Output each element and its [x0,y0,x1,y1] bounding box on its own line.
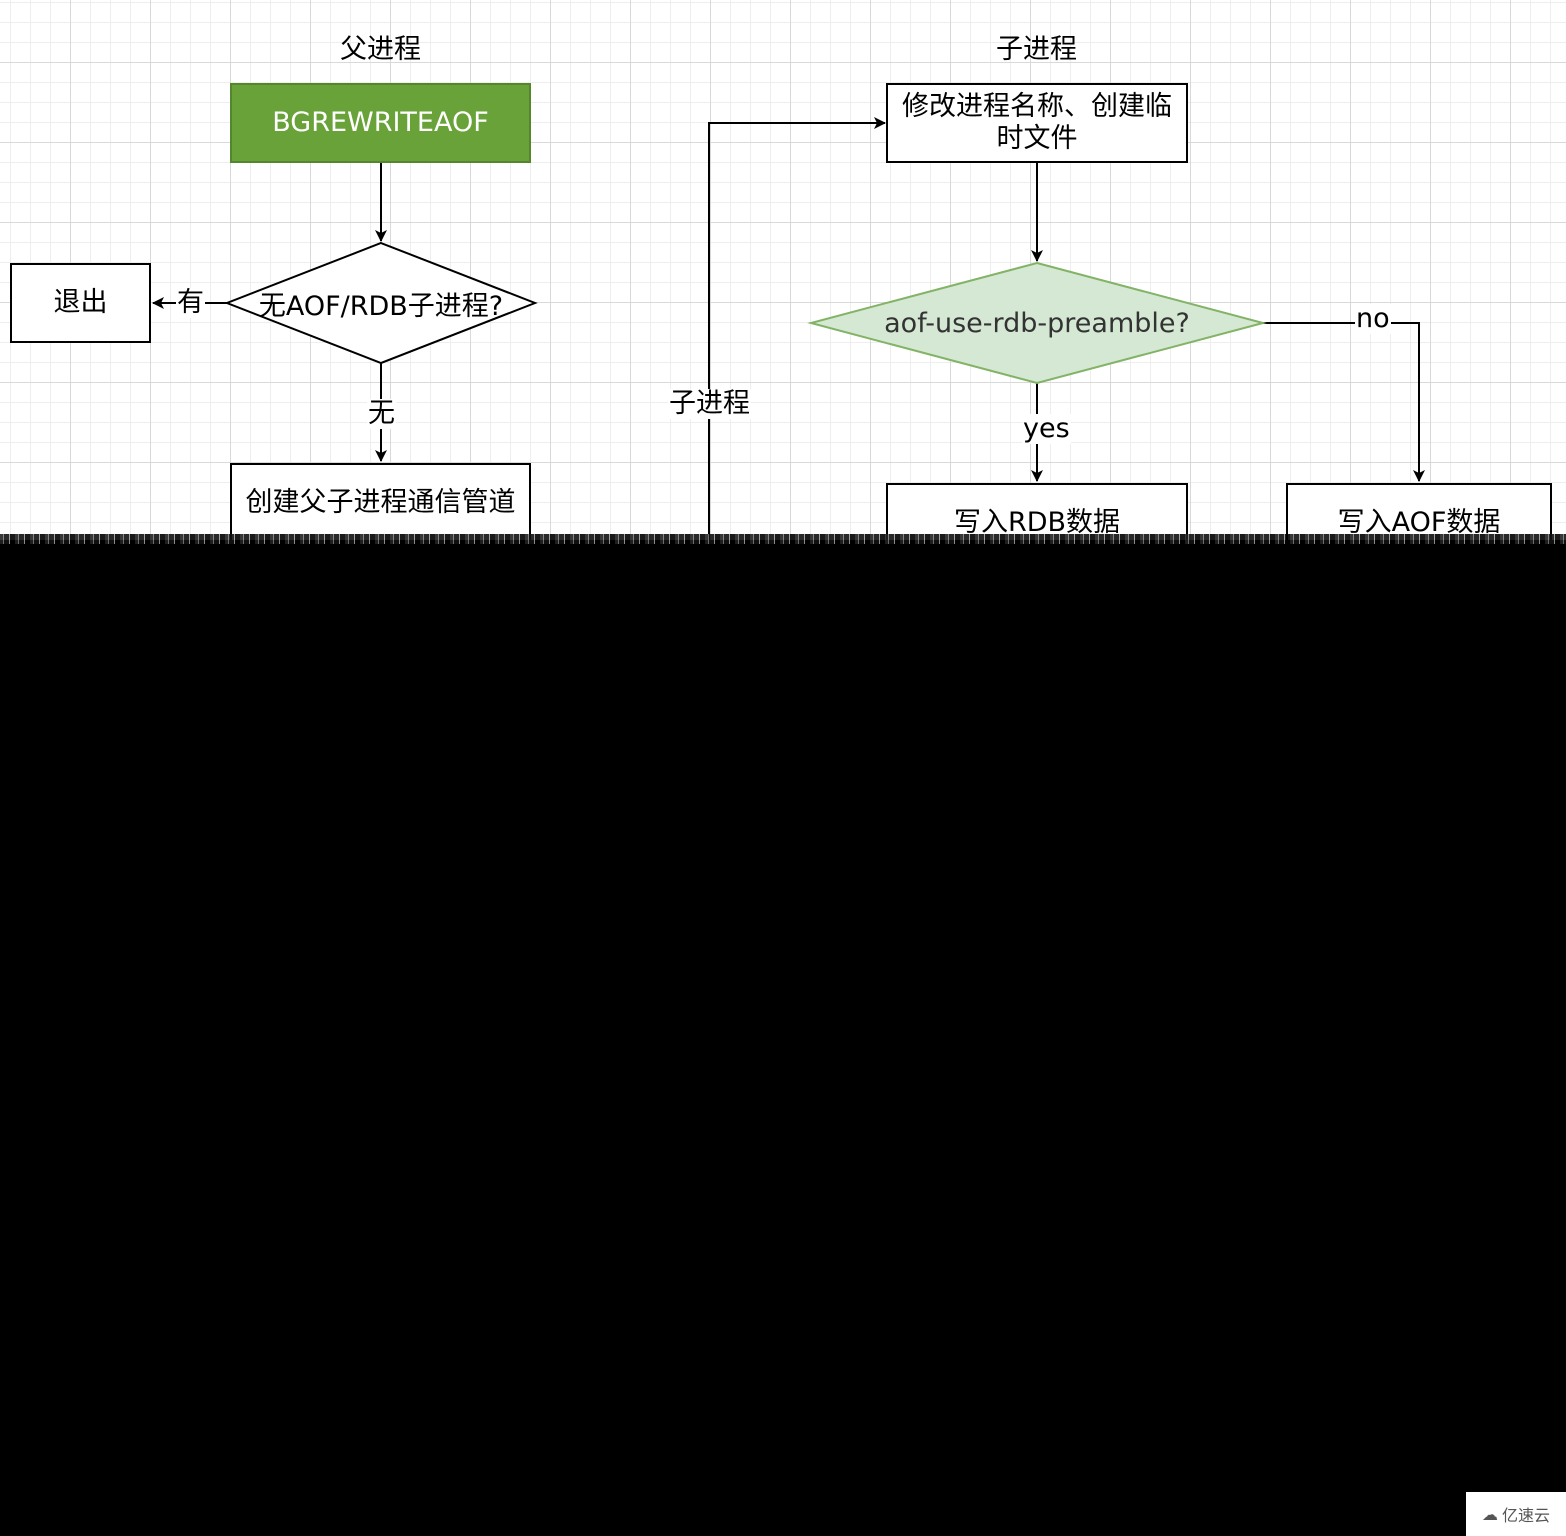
check-child-label: 无AOF/RDB子进程? [258,290,504,322]
watermark-text: 亿速云 [1501,1506,1550,1525]
decision-check-child [224,241,538,365]
child-process-header: 子进程 [996,34,1077,65]
edge-label-child-process: 子进程 [668,388,751,419]
preamble-check-label: aof-use-rdb-preamble? [884,307,1190,339]
edge-label-yes: yes [1022,413,1071,444]
create-pipe-node: 创建父子进程通信管道 [230,463,531,540]
edge-label-has: 有 [176,287,205,318]
connector-layer [152,117,1425,540]
bgrewriteaof-node: BGREWRITEAOF [230,83,531,163]
write-rdb-node: 写入RDB数据 [886,483,1188,540]
cloud-logo-icon: ☁ [1481,1504,1498,1524]
parent-process-header: 父进程 [340,34,421,65]
edge-preamble-to-aof [1263,322,1425,482]
edge-label-no: no [1355,303,1391,334]
exit-node: 退出 [10,263,151,343]
decision-preamble [807,261,1267,385]
edge-label-none: 无 [367,398,396,429]
rename-process-node: 修改进程名称、创建临时文件 [886,83,1188,163]
diagram-canvas: 父进程 子进程 BGREWRITEAOF 退出 无AOF/RDB子进程? 有 无… [0,0,1566,540]
render-noise-band [0,534,1566,544]
write-aof-node: 写入AOF数据 [1286,483,1552,540]
watermark: ☁ 亿速云 [1466,1492,1566,1536]
